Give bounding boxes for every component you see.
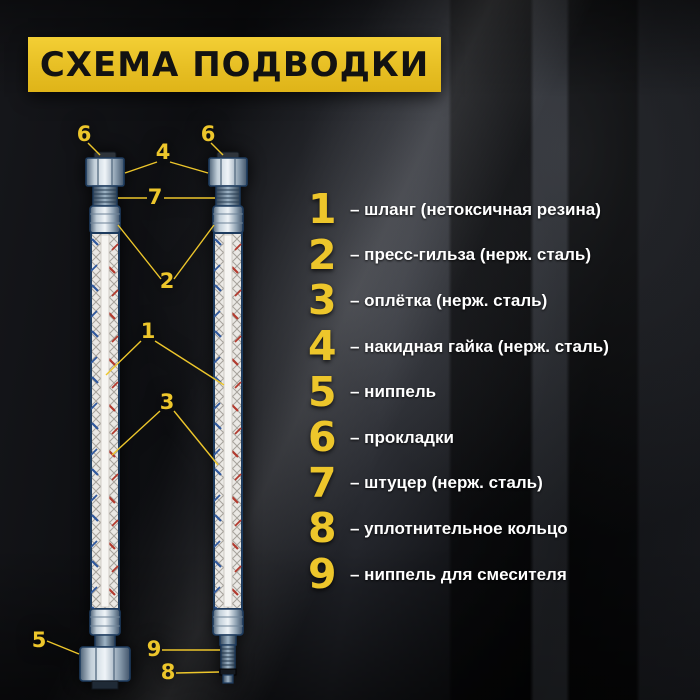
legend-number: 8 <box>308 504 337 553</box>
callout-2: 2 <box>160 269 175 293</box>
page-title: СХЕМА ПОДВОДКИ <box>39 44 430 85</box>
legend-item-7: 7 – штуцер (нерж. сталь) <box>308 461 609 507</box>
legend-item-5: 5 – ниппель <box>308 369 609 415</box>
callout-5: 5 <box>32 628 47 652</box>
callout-7: 7 <box>148 185 163 209</box>
legend-number: 1 <box>308 185 337 234</box>
legend-label: – накидная гайка (нерж. сталь) <box>350 336 609 356</box>
legend-item-4: 4 – накидная гайка (нерж. сталь) <box>308 324 609 370</box>
title-banner: СХЕМА ПОДВОДКИ <box>28 37 441 92</box>
callout-6-top-right: 6 <box>201 122 216 146</box>
callout-6-top-left: 6 <box>77 122 92 146</box>
legend-number: 5 <box>308 367 337 416</box>
legend-item-6: 6 – прокладки <box>308 415 609 461</box>
parts-legend: 1 – шланг (нетоксичная резина) 2 – пресс… <box>308 187 609 597</box>
legend-item-3: 3 – оплётка (нерж. сталь) <box>308 278 609 324</box>
callout-8: 8 <box>161 660 176 684</box>
callout-9: 9 <box>147 637 162 661</box>
legend-label: – уплотнительное кольцо <box>350 518 568 538</box>
legend-item-8: 8 – уплотнительное кольцо <box>308 506 609 552</box>
legend-label: – прокладки <box>350 427 454 447</box>
legend-number: 9 <box>308 550 337 599</box>
legend-item-9: 9 – ниппель для смесителя <box>308 552 609 598</box>
legend-number: 6 <box>308 413 337 462</box>
hose-diagram: 6 4 6 7 2 1 3 5 9 8 <box>32 122 248 690</box>
callout-lines <box>46 142 225 674</box>
right-hose <box>208 151 248 684</box>
legend-label: – пресс-гильза (нерж. сталь) <box>350 245 592 265</box>
legend-number: 7 <box>308 458 337 507</box>
callout-numbers: 6 4 6 7 2 1 3 5 9 8 <box>32 122 216 684</box>
left-hose <box>79 151 131 690</box>
legend-item-2: 2 – пресс-гильза (нерж. сталь) <box>308 233 609 279</box>
callout-4: 4 <box>156 140 171 164</box>
legend-label: – ниппель для смесителя <box>350 564 567 584</box>
legend-label: – штуцер (нерж. сталь) <box>350 473 543 493</box>
legend-label: – оплётка (нерж. сталь) <box>350 290 548 310</box>
legend-item-1: 1 – шланг (нетоксичная резина) <box>308 187 609 233</box>
legend-label: – ниппель <box>350 382 437 402</box>
callout-1: 1 <box>141 319 156 343</box>
legend-number: 4 <box>308 322 337 371</box>
legend-number: 2 <box>308 230 337 279</box>
callout-3: 3 <box>160 390 175 414</box>
legend-label: – шланг (нетоксичная резина) <box>350 199 601 219</box>
legend-number: 3 <box>308 276 337 325</box>
